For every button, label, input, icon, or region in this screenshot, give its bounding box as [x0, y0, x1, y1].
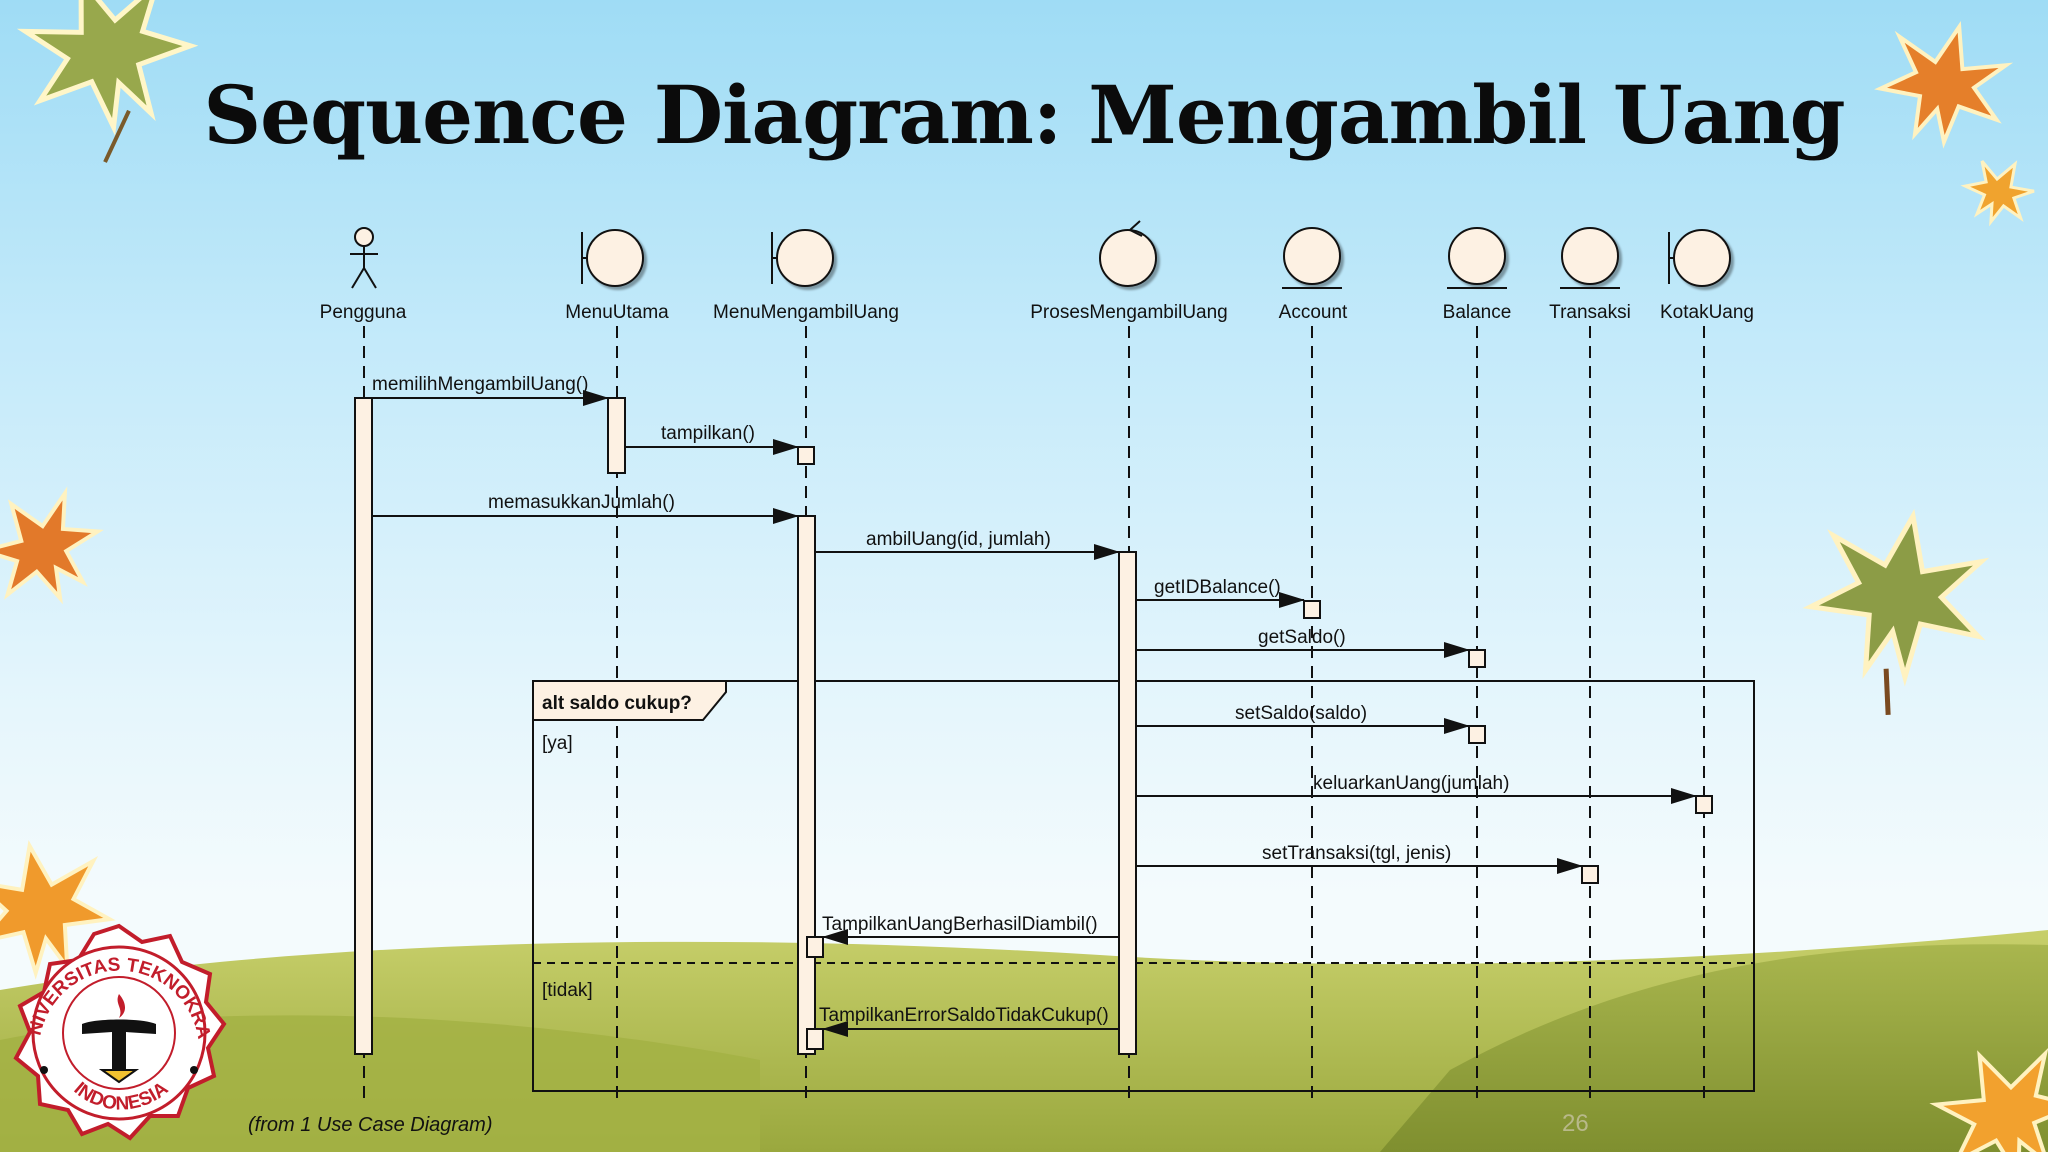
page-number: 26	[1562, 1110, 1589, 1137]
leaf-icon-right-mid	[1802, 508, 1990, 715]
footer-note: (from 1 Use Case Diagram)	[248, 1114, 493, 1136]
message-label: TampilkanErrorSaldoTidakCukup()	[819, 1005, 1109, 1026]
activation-bar	[1303, 600, 1321, 619]
message-label: setTransaksi(tgl, jenis)	[1262, 843, 1451, 864]
entity-icon	[1560, 227, 1620, 289]
message-labels: memilihMengambilUang() tampilkan() memas…	[372, 374, 1509, 1026]
fragment-frame	[532, 680, 1755, 1092]
activation-bar	[1118, 551, 1137, 1055]
lifeline-name: Pengguna	[320, 302, 407, 323]
entity-icon	[1447, 227, 1507, 289]
boundary-icon	[771, 229, 834, 287]
message-label: getSaldo()	[1258, 627, 1346, 648]
leaf-icon-left-mid	[0, 486, 104, 605]
activation-bar	[1468, 649, 1486, 668]
message-label: tampilkan()	[661, 423, 755, 444]
actor-icon	[350, 227, 378, 289]
fragment-operator-label: alt saldo cukup?	[542, 693, 692, 714]
message-label: keluarkanUang(jumlah)	[1313, 773, 1509, 794]
leaf-icon-top-left	[16, 0, 199, 163]
leaf-icon-right-small	[1960, 160, 2035, 227]
alt-fragment: alt saldo cukup? [ya] [tidak]	[532, 680, 1755, 1092]
message-label: getIDBalance()	[1154, 577, 1281, 598]
control-icon	[1099, 220, 1157, 287]
lifeline-heads	[350, 220, 1731, 289]
slide-title: Sequence Diagram: Mengambil Uang	[203, 68, 1845, 162]
activation-bar	[806, 1028, 824, 1050]
fragment-operator-tab	[532, 680, 727, 721]
activation-bar	[1695, 795, 1713, 814]
activation-bar	[607, 397, 626, 474]
message-label: ambilUang(id, jumlah)	[866, 529, 1051, 550]
message-label: TampilkanUangBerhasilDiambil()	[822, 914, 1098, 935]
leaf-icon-top-right	[1874, 21, 2014, 149]
boundary-icon	[581, 229, 644, 287]
activation-bar	[797, 446, 815, 465]
message-label: memilihMengambilUang()	[372, 374, 588, 395]
activation-bar	[797, 515, 816, 1055]
fragment-guard: [tidak]	[542, 980, 593, 1001]
seal-icon: UNIVERSITAS TEKNOKRAT INDONESIA	[0, 904, 227, 1141]
university-logo: UNIVERSITAS TEKNOKRAT INDONESIA	[0, 904, 232, 1146]
entity-icon	[1282, 227, 1342, 289]
lifeline-name: MenuUtama	[565, 302, 669, 323]
messages	[372, 390, 1697, 1037]
boundary-icon	[1668, 229, 1731, 287]
leaf-icon-bottom-right	[1929, 1047, 2048, 1152]
lifeline-name: MenuMengambilUang	[713, 302, 899, 323]
activations	[354, 397, 1713, 1055]
lifeline-names: Pengguna MenuUtama MenuMengambilUang Pro…	[320, 302, 1754, 323]
lifeline-name: Account	[1279, 302, 1348, 323]
activation-bar	[354, 397, 373, 1055]
message-label: setSaldo(saldo)	[1235, 703, 1367, 724]
leaf-icon-bottom-left	[0, 840, 116, 980]
message-label: memasukkanJumlah()	[488, 492, 675, 513]
activation-bar	[1468, 725, 1486, 744]
lifeline-name: ProsesMengambilUang	[1030, 302, 1228, 323]
hill-front	[1380, 944, 2048, 1152]
activation-bar	[1581, 865, 1599, 884]
lifeline-name: Transaksi	[1549, 302, 1631, 323]
fragment-guard: [ya]	[542, 733, 573, 754]
lifeline-name: Balance	[1443, 302, 1512, 323]
activation-bar	[806, 936, 824, 958]
lifeline-name: KotakUang	[1660, 302, 1754, 323]
